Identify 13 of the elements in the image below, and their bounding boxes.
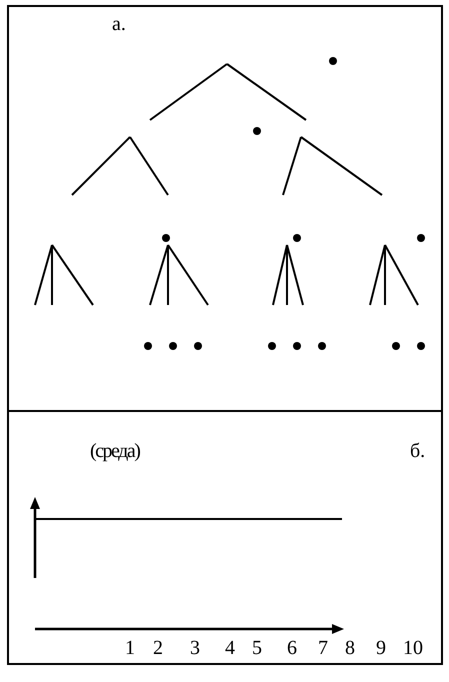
axis-tick-label: 5 — [252, 638, 262, 658]
panel-label: (среда) — [90, 441, 140, 461]
axis-tick-label: 7 — [318, 638, 328, 658]
axis-tick-label: 9 — [376, 638, 386, 658]
axis-tick-label: 8 — [345, 638, 355, 658]
axis-tick-label: 10 — [403, 638, 423, 658]
axis-tick-label: 4 — [225, 638, 235, 658]
axis-tick-label: 3 — [190, 638, 200, 658]
axis-tick-label: 1 — [125, 638, 135, 658]
panel-label: а. — [112, 14, 126, 34]
panel-label: б. — [410, 441, 426, 461]
axis-tick-label: 2 — [153, 638, 163, 658]
axis-tick-label: 6 — [287, 638, 297, 658]
